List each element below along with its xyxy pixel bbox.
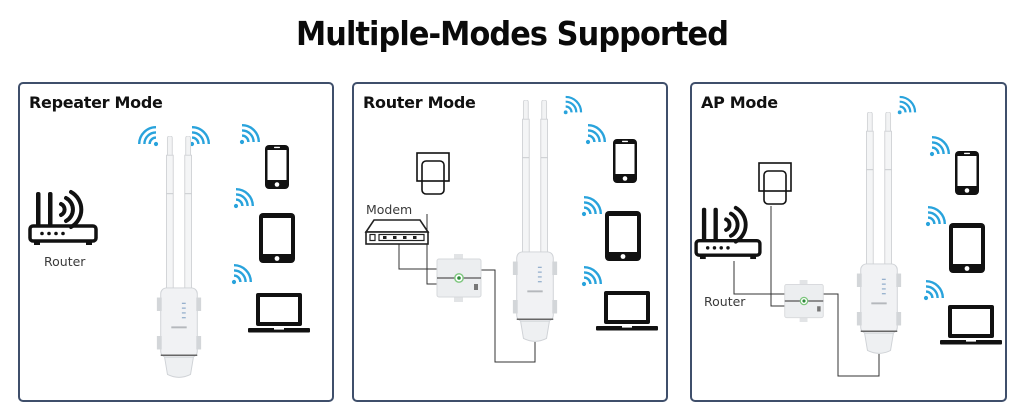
wifi-icon <box>580 264 604 288</box>
router-icon <box>694 202 762 260</box>
wifi-icon <box>928 134 952 158</box>
tablet-icon <box>258 212 296 264</box>
page-title: Multiple-Modes Supported <box>295 14 729 53</box>
laptop-icon <box>940 304 1002 346</box>
modem-icon <box>364 218 430 248</box>
smartphone-icon <box>954 150 980 196</box>
wifi-icon <box>580 194 604 218</box>
laptop-icon <box>596 290 658 332</box>
poe-injector <box>434 254 484 302</box>
power-outlet-icon <box>416 152 450 196</box>
wifi-icon <box>924 204 948 228</box>
power-outlet-icon <box>758 162 792 206</box>
wifi-icon <box>584 122 608 146</box>
access-point-device <box>510 100 560 350</box>
wifi-icon <box>230 262 254 286</box>
wifi-icon <box>232 186 256 210</box>
ethernet-cables <box>733 206 880 377</box>
modem-label: Modem <box>366 202 413 217</box>
poe-injector <box>782 280 826 322</box>
smartphone-icon <box>264 144 290 190</box>
panel-repeater-mode: Repeater Mode Router <box>18 82 334 402</box>
access-point-device <box>154 136 204 386</box>
panel-ap-mode: AP Mode Router <box>690 82 1007 402</box>
wifi-icon <box>562 94 584 116</box>
laptop-icon <box>248 292 310 334</box>
panel-router-mode: Router Mode Modem <box>352 82 668 402</box>
panel-title: AP Mode <box>701 93 778 112</box>
router-label: Router <box>704 294 746 309</box>
access-point-device <box>854 112 904 362</box>
router-icon <box>28 186 98 246</box>
panel-title: Router Mode <box>363 93 476 112</box>
smartphone-icon <box>612 138 638 184</box>
wifi-icon <box>896 94 918 116</box>
panel-title: Repeater Mode <box>29 93 163 112</box>
wifi-icon <box>922 278 946 302</box>
router-label: Router <box>44 254 86 269</box>
tablet-icon <box>948 222 986 274</box>
wifi-icon <box>238 122 262 146</box>
tablet-icon <box>604 210 642 262</box>
